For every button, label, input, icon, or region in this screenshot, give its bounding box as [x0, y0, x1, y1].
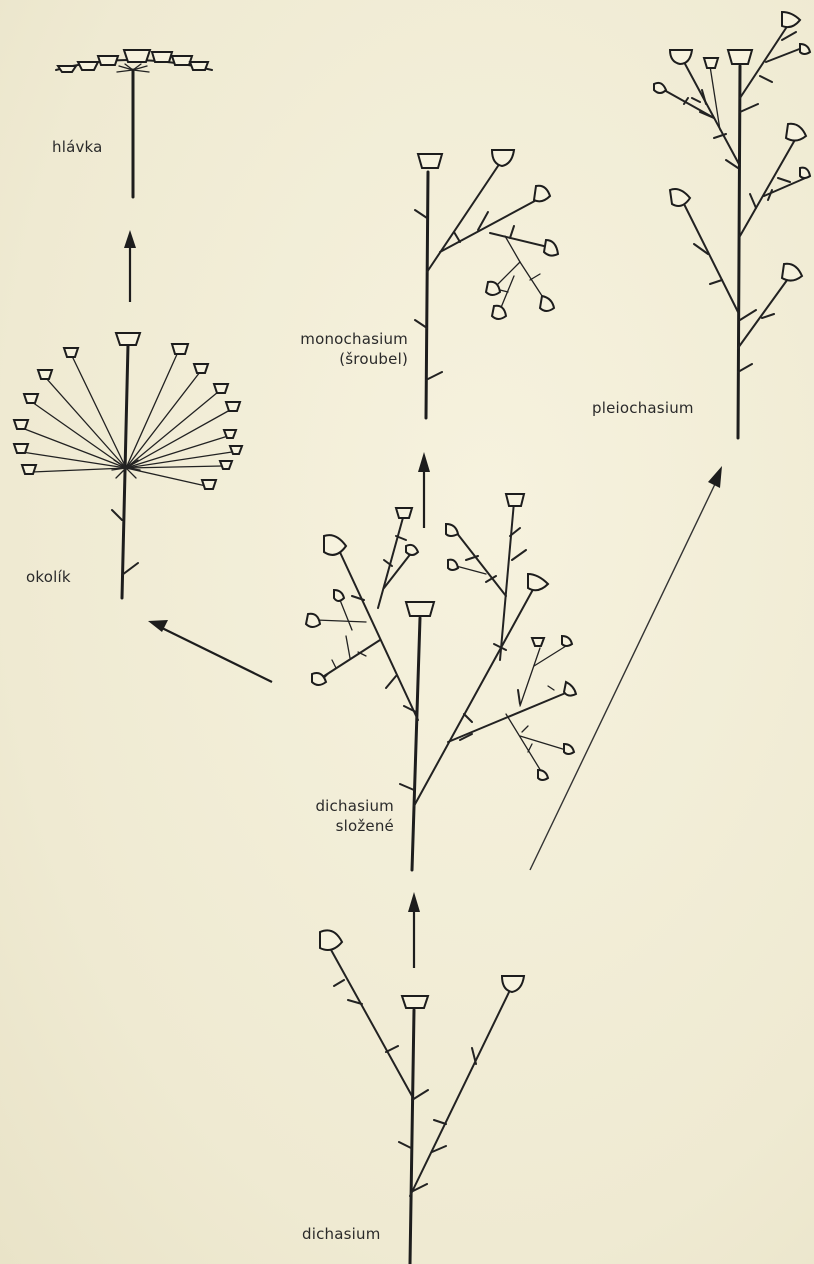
arrow-dichasium-to-slozene [408, 892, 420, 968]
diagram-pleiochasium [654, 12, 810, 438]
diagram-okolik [14, 333, 242, 598]
label-monochasium-sub: (šroubel) [270, 349, 408, 369]
label-pleiochasium: pleiochasium [592, 398, 694, 418]
label-dichasium: dichasium [302, 1224, 381, 1244]
diagram-dichasium [320, 930, 524, 1264]
label-monochasium: monochasium (šroubel) [270, 329, 408, 369]
arrow-dichasium-to-okolik [148, 620, 272, 682]
arrow-dichasium-to-pleiochasium [530, 466, 722, 870]
label-dichasium-slozene-sub: složené [270, 816, 394, 836]
arrow-okolik-to-hlavka [124, 230, 136, 302]
label-dichasium-slozene: dichasium složené [270, 796, 394, 836]
label-okolik: okolík [26, 567, 71, 587]
label-hlavka: hlávka [52, 137, 103, 157]
label-dichasium-slozene-title: dichasium [270, 796, 394, 816]
diagram-monochasium [415, 150, 558, 418]
label-monochasium-title: monochasium [270, 329, 408, 349]
diagram-hlavka [56, 50, 212, 197]
arrow-dichasium-to-monochasium [418, 452, 430, 528]
